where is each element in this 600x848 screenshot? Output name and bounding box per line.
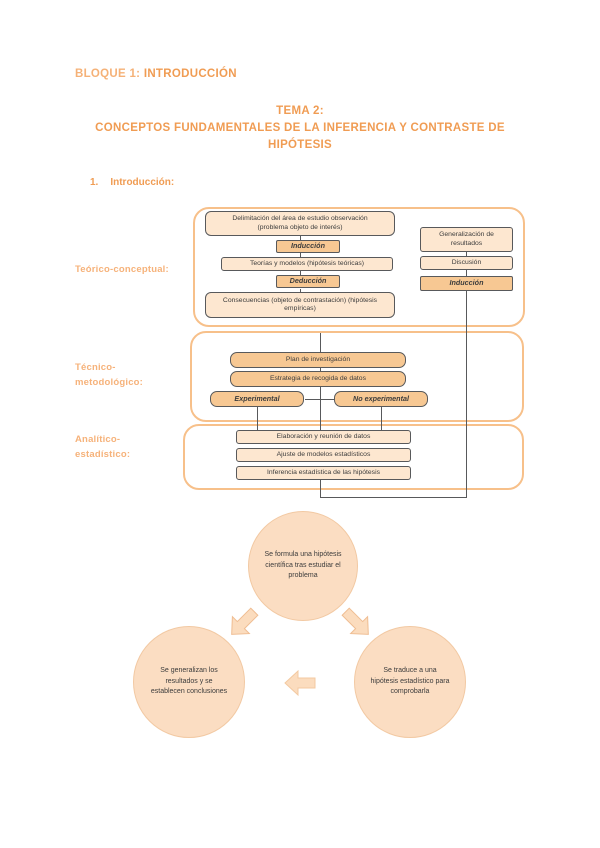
flow-box-plan: Plan de investigación: [230, 352, 406, 368]
block-label: BLOQUE 1:: [75, 68, 141, 80]
block-heading: BLOQUE 1: INTRODUCCIÓN: [75, 68, 237, 80]
tema-heading: TEMA 2: CONCEPTOS FUNDAMENTALES DE LA IN…: [60, 103, 540, 154]
connector-line: [320, 399, 321, 430]
row-label-analitico-line2: estadístico:: [75, 449, 131, 460]
flow-box-estrategia: Estrategia de recogida de datos: [230, 371, 406, 387]
connector-line: [320, 387, 321, 400]
connector-line: [300, 271, 301, 276]
section-title: Introducción:: [110, 177, 175, 188]
connector-line: [300, 253, 301, 258]
flow-box-deduccion: Deducción: [276, 275, 340, 288]
cycle-circle-right: Se traduce a una hipótesis estadístico p…: [354, 626, 466, 738]
cycle-left-text: Se generalizan los resultados y se estab…: [150, 667, 228, 696]
section-number: 1.: [90, 177, 99, 188]
flow-box-ajuste: Ajuste de modelos estadísticos: [236, 448, 411, 462]
tema-line-1: TEMA 2:: [276, 105, 324, 117]
flow-box-no-experimental: No experimental: [334, 391, 428, 407]
flow-box-inferencia: Inferencia estadística de las hipótesis: [236, 466, 411, 480]
flow-box-discusion: Discusión: [420, 256, 513, 270]
tema-line-2: CONCEPTOS FUNDAMENTALES DE LA INFERENCIA…: [95, 122, 505, 134]
flow-box-elaboracion: Elaboración y reunión de datos: [236, 430, 411, 444]
connector-line: [257, 407, 258, 430]
feedback-line-bottom: [320, 480, 321, 498]
section-heading: 1. Introducción:: [90, 177, 174, 188]
section-tecnico-metodologico: [190, 331, 524, 422]
flow-box-generalizacion: Generalización de resultados: [420, 227, 513, 252]
flow-box-experimental: Experimental: [210, 391, 304, 407]
row-label-tecnico-line1: Técnico-: [75, 362, 116, 373]
feedback-line-bottom: [320, 497, 467, 498]
connector-line: [300, 236, 301, 241]
flow-box-delimitacion: Delimitación del área de estudio observa…: [205, 211, 395, 236]
flow-box-teorias: Teorías y modelos (hipótesis teóricas): [221, 257, 393, 271]
row-label-analitico: Analítico- estadístico:: [75, 432, 130, 462]
row-label-teorico: Teórico-conceptual:: [75, 264, 169, 275]
cycle-top-text: Se formula una hipótesis científica tras…: [264, 551, 342, 580]
row-label-tecnico-line2: metodológico:: [75, 377, 144, 388]
tema-line-3: HIPÓTESIS: [267, 139, 333, 151]
arrow-left-icon: [284, 669, 316, 697]
cycle-circle-left: Se generalizan los resultados y se estab…: [133, 626, 245, 738]
connector-line: [381, 407, 382, 430]
row-label-tecnico: Técnico- metodológico:: [75, 360, 143, 390]
block-title-text: INTRODUCCIÓN: [143, 68, 237, 80]
connector-line: [320, 333, 321, 352]
flow-box-induccion-left: Inducción: [276, 240, 340, 253]
cycle-right-text: Se traduce a una hipótesis estadístico p…: [370, 667, 450, 696]
flow-box-consecuencias: Consecuencias (objeto de contrastación) …: [205, 292, 395, 318]
cycle-circle-top: Se formula una hipótesis científica tras…: [248, 511, 358, 621]
arrow-down-right-icon: [341, 607, 369, 635]
flow-box-induccion-right: Inducción: [420, 276, 513, 291]
connector-line: [320, 368, 321, 372]
connector-line: [466, 251, 467, 257]
connector-line: [300, 289, 301, 293]
arrow-down-left-icon: [231, 607, 259, 635]
feedback-line-right: [466, 291, 467, 498]
connector-line: [466, 270, 467, 277]
section-analitico-estadistico: [183, 424, 524, 490]
section-teorico-conceptual: [193, 207, 525, 327]
row-label-analitico-line1: Analítico-: [75, 434, 121, 445]
